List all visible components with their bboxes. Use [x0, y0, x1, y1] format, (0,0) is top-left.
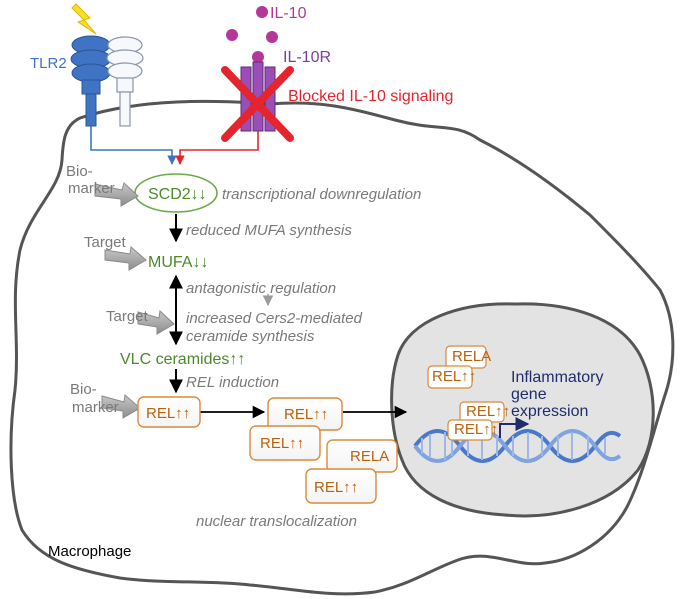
- biomarker-arrow-2: [101, 394, 141, 419]
- rel-d-label: REL↑↑: [314, 479, 358, 496]
- il10-ligand-icon: [226, 6, 278, 63]
- target-arrow-1: [104, 246, 147, 271]
- rel-c-label: REL↑↑: [260, 435, 304, 452]
- nucleus-rel-box-3: [447, 419, 493, 441]
- reduced-mufa-label: reduced MUFA synthesis: [186, 222, 352, 239]
- target-label-1: Target: [84, 234, 127, 251]
- rel-induction-label: REL induction: [186, 374, 279, 391]
- nucleus-rela-label: RELA: [452, 348, 491, 365]
- rel-box-main: [137, 396, 201, 428]
- nucleus-rel-label-2: REL↑↑: [466, 403, 510, 420]
- il10-signal-line: [175, 131, 259, 165]
- mufa-label: MUFA↓↓: [148, 254, 208, 271]
- nuclear-translocalization-label: nuclear translocalization: [196, 513, 357, 530]
- gene-label: gene: [511, 386, 547, 403]
- biomarker-arrow-1: [94, 182, 139, 207]
- biomarker-label-1b: marker: [68, 180, 115, 197]
- biomarker-label-1a: Bio-: [66, 163, 93, 180]
- vlc-ceramides-label: VLC ceramides↑↑: [120, 351, 245, 368]
- rel-b-label: REL↑↑: [284, 406, 328, 423]
- ceramide-synthesis-label: ceramide synthesis: [186, 328, 315, 345]
- tlr-partner-receptor-icon: [106, 36, 144, 127]
- rela-d-label: RELA: [350, 448, 389, 465]
- rel-box-d-front: [305, 468, 377, 504]
- cell-membrane: [9, 99, 675, 596]
- tlr2-label: TLR2: [30, 55, 67, 72]
- scd2-label: SCD2↓↓: [148, 186, 207, 203]
- transcriptional-label: transcriptional downregulation: [222, 186, 421, 203]
- blocked-signaling-label: Blocked IL-10 signaling: [288, 88, 453, 105]
- nucleus-rel-label-3: REL↑↑: [454, 421, 498, 438]
- blocked-x-icon: [221, 66, 294, 142]
- rel-box-c-front: [249, 425, 321, 461]
- transcription-arrow: [499, 417, 530, 438]
- il10-label: IL-10: [270, 5, 307, 22]
- biomarker-label-2a: Bio-: [70, 381, 97, 398]
- nucleus-rel-box-1: [427, 365, 473, 389]
- macrophage-label: Macrophage: [48, 543, 131, 560]
- rel-main-label: REL↑↑: [146, 405, 190, 422]
- tlr2-signal-line: [90, 126, 177, 165]
- target-label-2: Target: [106, 308, 149, 325]
- increased-cers2-label: increased Cers2-mediated: [186, 310, 363, 327]
- inflammatory-label: Inflammatory: [511, 369, 603, 386]
- antagonistic-label: antagonistic regulation: [186, 280, 336, 297]
- biomarker-label-2b: marker: [72, 399, 119, 416]
- expression-label: expression: [511, 403, 588, 420]
- lightning-icon: [71, 3, 97, 35]
- target-arrow-2: [137, 309, 175, 335]
- il10r-label: IL-10R: [283, 49, 331, 66]
- nucleus-rel-label-1: REL↑↑: [432, 368, 476, 385]
